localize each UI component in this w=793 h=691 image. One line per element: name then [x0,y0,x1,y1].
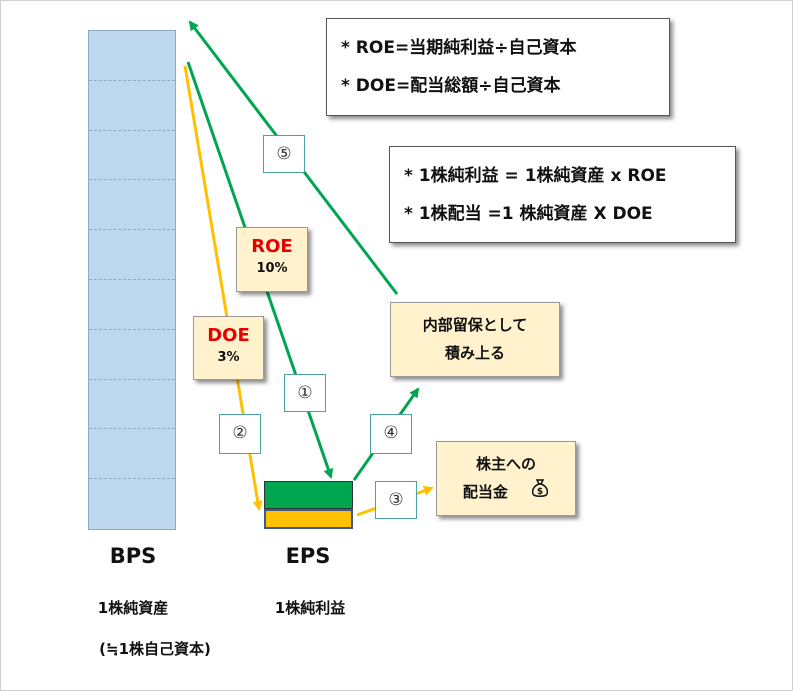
doe-tag: DOE 3% [193,316,264,380]
retain-line-2: 積み上る [444,344,505,362]
retain-line-1: 内部留保として [422,316,528,334]
money-bag-icon: $ [531,478,549,507]
per-share-formulas: * 1株純利益 = 1株純資産 x ROE * 1株配当 =1 株純資産 X D… [389,146,736,243]
doe-definition: * DOE=配当総額÷自己資本 [341,76,561,96]
roe-value: 10% [256,261,288,276]
eps-title: EPS [285,544,331,568]
dividend-line-1: 株主への [475,455,536,473]
bps-segment [89,380,175,430]
dps-formula: * 1株配当 =1 株純資産 X DOE [404,204,653,224]
roe-definition: * ROE=当期純利益÷自己資本 [341,38,577,58]
dividend-line-2: 配当金 [462,483,508,501]
bps-segment [89,131,175,181]
bps-segment [89,81,175,131]
bps-column [88,30,176,530]
eps-formula: * 1株純利益 = 1株純資産 x ROE [404,166,667,186]
eps-subtitle: 1株純利益 [274,599,346,617]
bps-segment [89,429,175,480]
step-3-badge: ③ [375,481,417,519]
bps-segment [89,31,175,81]
dividend-line-2-row: 配当金 $ [437,478,575,507]
bps-segment [89,180,175,231]
step-4-badge: ④ [370,414,412,454]
bps-segment [89,230,175,280]
doe-value: 3% [217,350,240,365]
roe-tag: ROE 10% [236,227,308,292]
roe-label: ROE [251,236,293,257]
ratio-definitions: * ROE=当期純利益÷自己資本 * DOE=配当総額÷自己資本 [326,18,670,116]
eps-retained-block [264,481,353,509]
step-1-badge: ① [284,374,326,412]
dividend-callout: 株主への 配当金 $ [436,441,576,516]
bps-segment [89,280,175,330]
bps-subtitle: 1株純資産 [97,599,169,617]
retain-callout: 内部留保として 積み上る [390,302,560,377]
bps-segment [89,330,175,380]
svg-text:$: $ [537,487,543,497]
eps-dividend-block [264,509,353,529]
step-2-badge: ② [219,414,261,454]
step-5-badge: ⑤ [263,135,305,173]
bps-note: (≒1株自己資本) [99,640,211,658]
doe-label: DOE [207,325,250,346]
bps-title: BPS [109,544,157,568]
